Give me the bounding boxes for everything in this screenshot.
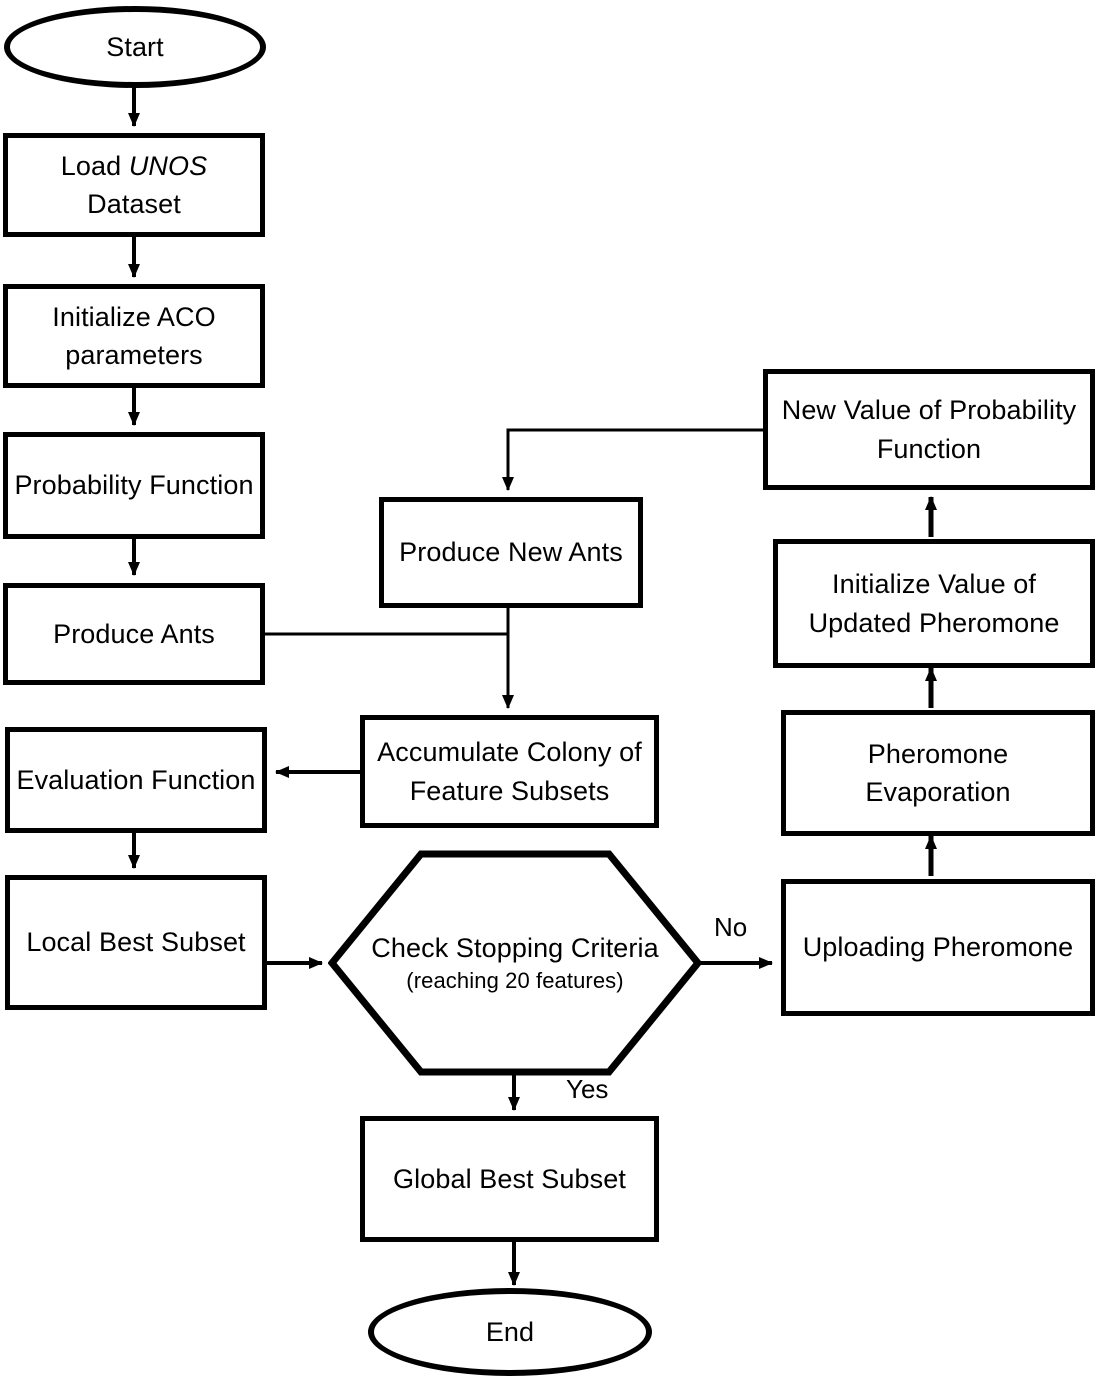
load-dataset-text-italic: UNOS xyxy=(128,150,208,181)
node-check-stopping-criteria[interactable]: Check Stopping Criteria (reaching 20 fea… xyxy=(328,850,702,1076)
node-local-best-subset[interactable]: Local Best Subset xyxy=(5,875,267,1010)
node-start-label: Start xyxy=(106,31,164,62)
load-dataset-text-pre: Load xyxy=(60,150,129,181)
node-end-label: End xyxy=(485,1316,535,1347)
node-uploading-pheromone-label: Uploading Pheromone xyxy=(802,932,1074,963)
node-initialize-updated-pheromone-label: Initialize Value of Updated Pheromone xyxy=(808,569,1060,638)
edge-newvalue-to-produce-new-ants xyxy=(502,428,763,491)
edge-label-no: No xyxy=(714,912,748,942)
node-pheromone-evaporation[interactable]: Pheromone Evaporation xyxy=(781,710,1095,836)
edge-label-yes: Yes xyxy=(566,1074,609,1104)
node-load-dataset-label: Load UNOS Dataset xyxy=(8,147,260,224)
node-end[interactable]: End xyxy=(368,1288,652,1376)
node-initialize-updated-pheromone[interactable]: Initialize Value of Updated Pheromone xyxy=(773,539,1095,668)
node-initialize-aco-label: Initialize ACO parameters xyxy=(52,301,216,370)
node-produce-new-ants-label: Produce New Ants xyxy=(399,537,623,568)
node-evaluation-function[interactable]: Evaluation Function xyxy=(5,727,267,833)
hexagon-shape xyxy=(328,850,702,1076)
node-produce-ants[interactable]: Produce Ants xyxy=(3,583,265,685)
node-produce-new-ants[interactable]: Produce New Ants xyxy=(379,497,643,608)
node-start[interactable]: Start xyxy=(4,6,266,88)
node-pheromone-evaporation-label: Pheromone Evaporation xyxy=(865,738,1011,807)
node-accumulate-colony-label: Accumulate Colony of Feature Subsets xyxy=(377,737,642,806)
load-dataset-text-post: Dataset xyxy=(87,189,181,219)
node-probability-function[interactable]: Probability Function xyxy=(3,432,265,539)
node-local-best-subset-label: Local Best Subset xyxy=(26,927,246,958)
node-probability-function-label: Probability Function xyxy=(14,470,254,501)
node-produce-ants-label: Produce Ants xyxy=(53,618,215,649)
node-global-best-subset-label: Global Best Subset xyxy=(393,1163,626,1194)
node-check-stopping-criteria-label: Check Stopping Criteria (reaching 20 fea… xyxy=(371,931,658,996)
node-evaluation-function-label: Evaluation Function xyxy=(16,764,256,795)
node-uploading-pheromone[interactable]: Uploading Pheromone xyxy=(781,879,1095,1016)
node-initialize-aco[interactable]: Initialize ACO parameters xyxy=(3,284,265,388)
node-load-dataset[interactable]: Load UNOS Dataset xyxy=(3,133,265,237)
check-stopping-main-text: Check Stopping Criteria xyxy=(371,932,659,963)
node-global-best-subset[interactable]: Global Best Subset xyxy=(360,1116,659,1242)
check-stopping-sub-text: (reaching 20 features) xyxy=(406,968,624,994)
node-accumulate-colony[interactable]: Accumulate Colony of Feature Subsets xyxy=(360,715,659,828)
node-new-value-probability[interactable]: New Value of Probability Function xyxy=(763,369,1095,490)
node-new-value-probability-label: New Value of Probability Function xyxy=(781,395,1077,464)
